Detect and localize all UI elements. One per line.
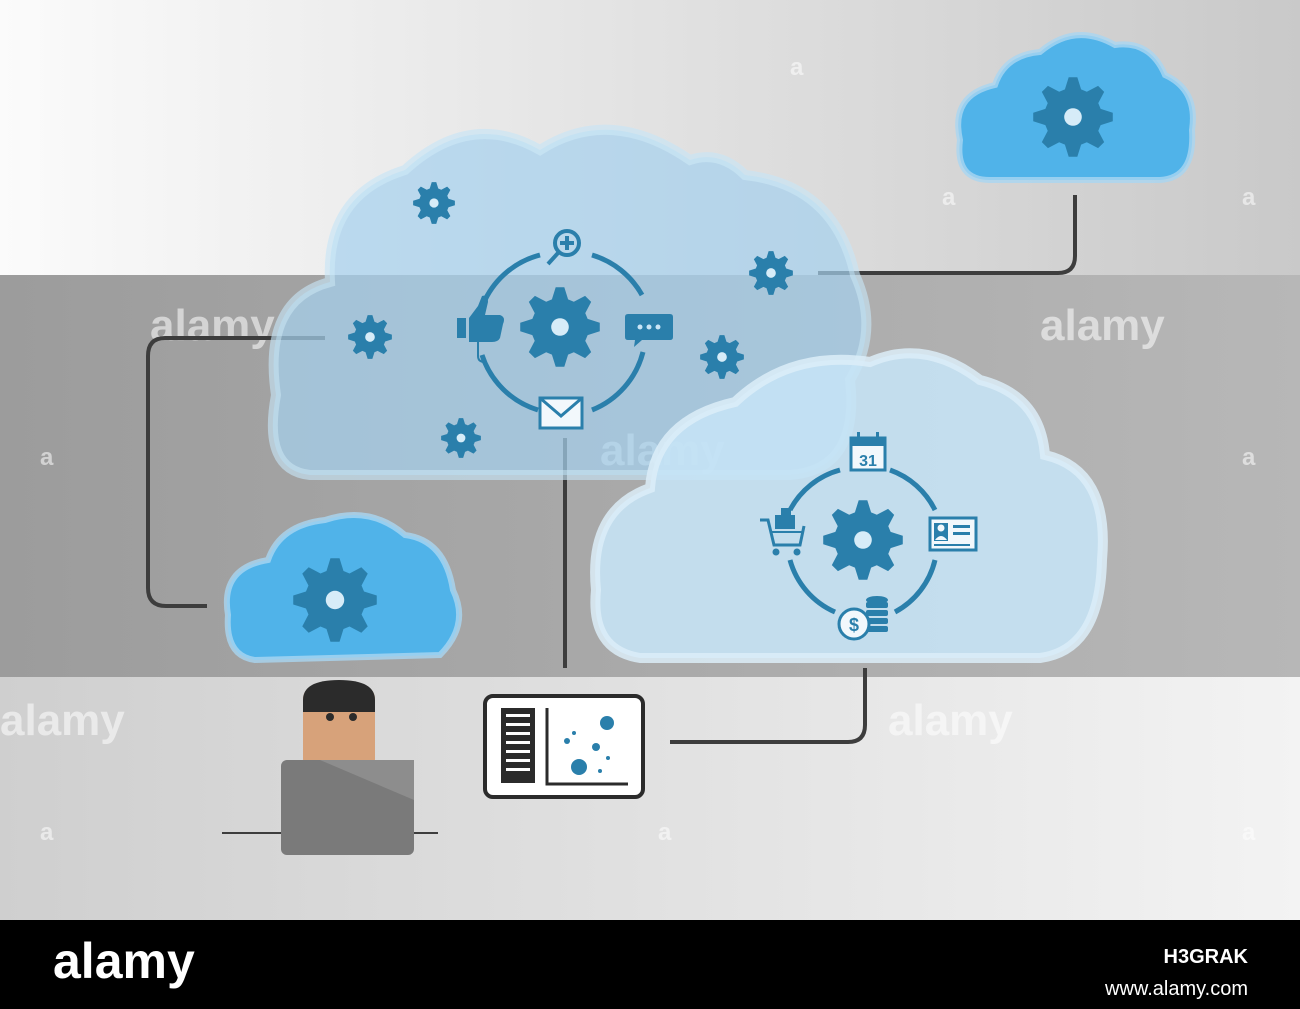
watermark-letter: a	[1242, 444, 1256, 471]
gear-icon	[293, 558, 377, 642]
footer-url: www.alamy.com	[1104, 978, 1248, 1000]
footer-image-id: H3GRAK	[1164, 946, 1249, 968]
gear-icon	[413, 182, 455, 224]
footer-logo: alamy	[53, 933, 195, 989]
gear-icon	[700, 335, 744, 379]
gear-icon	[749, 251, 793, 295]
connector-main-to-top-cloud	[818, 195, 1077, 275]
watermark-letter: a	[1242, 819, 1256, 846]
connector-main-to-small-cloud	[146, 336, 325, 608]
calendar-day-label: 31	[859, 453, 877, 470]
gear-icon	[1033, 77, 1113, 157]
id-card-icon	[928, 516, 978, 552]
background-band-bottom	[0, 677, 1300, 920]
laptop-icon	[281, 760, 414, 855]
search-plus-icon	[546, 229, 581, 266]
watermark-letter: a	[40, 444, 54, 471]
main-process-ring	[479, 252, 646, 413]
watermark-text: alamy	[0, 696, 125, 745]
commerce-process-ring	[787, 467, 938, 615]
gear-icon	[520, 287, 600, 367]
shopping-cart-icon	[760, 508, 806, 556]
footer-bar	[0, 920, 1300, 1009]
gear-icon	[441, 418, 481, 458]
dollar-coins-icon: $	[837, 596, 888, 641]
watermark-text: alamy	[1040, 301, 1165, 350]
watermark-letter: a	[658, 819, 672, 846]
thumbs-up-icon	[457, 295, 504, 363]
watermark-letter: a	[1242, 184, 1256, 211]
watermark-text: alamy	[888, 696, 1013, 745]
gear-icon	[823, 500, 903, 580]
envelope-icon	[538, 396, 584, 430]
connector-tablet-to-right-cloud	[670, 668, 867, 744]
gear-icon	[348, 315, 392, 359]
watermark-text: alamy	[150, 301, 275, 350]
right-cloud	[590, 348, 1108, 663]
watermark-letter: a	[790, 54, 804, 81]
person-avatar	[303, 680, 375, 773]
tablet-dashboard-icon	[483, 694, 645, 799]
svg-text:$: $	[849, 615, 859, 635]
gear-icons	[293, 77, 1113, 642]
watermark-letter: a	[942, 184, 956, 211]
watermark-letter: a	[40, 819, 54, 846]
chat-bubble-icon	[625, 314, 673, 347]
calendar-icon: 31	[849, 432, 887, 472]
footer: alamy H3GRAK www.alamy.com	[53, 933, 1249, 1000]
